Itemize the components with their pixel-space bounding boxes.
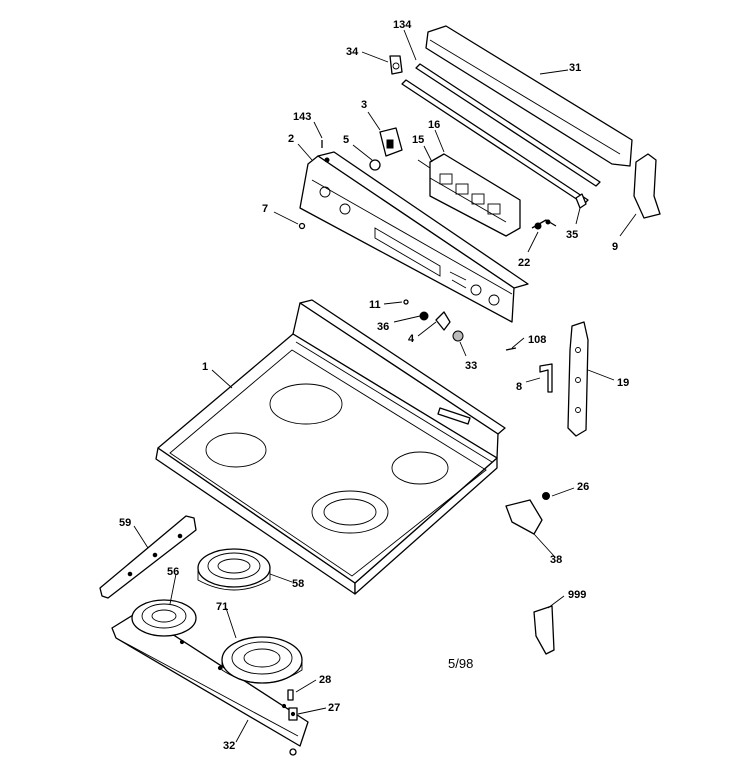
knob-36 <box>419 311 429 321</box>
label-16: 16 <box>428 119 440 131</box>
bracket-34 <box>389 55 403 75</box>
bracket-8 <box>539 363 553 393</box>
label-38: 38 <box>550 554 562 566</box>
label-36: 36 <box>377 321 389 333</box>
label-999: 999 <box>568 589 586 601</box>
surface-unit-56 <box>131 599 197 637</box>
clip-27 <box>288 707 298 721</box>
part-labels: 134 34 31 3 143 16 2 5 15 7 35 9 22 11 3… <box>119 19 629 752</box>
label-9: 9 <box>612 241 618 253</box>
surface-unit-71 <box>221 636 303 684</box>
screw-7 <box>298 222 306 230</box>
backguard-cap <box>425 25 633 167</box>
label-134: 134 <box>393 19 412 31</box>
label-7: 7 <box>262 203 268 215</box>
wire-harness-22 <box>531 219 557 230</box>
label-143: 143 <box>293 111 311 123</box>
bracket-38 <box>505 499 543 535</box>
label-15: 15 <box>412 134 424 146</box>
burner-bracket-59 <box>99 515 197 599</box>
label-56: 56 <box>167 566 179 578</box>
leader-lines <box>133 29 637 743</box>
label-11: 11 <box>369 299 381 311</box>
cooktop-main-top <box>155 299 506 595</box>
bushing-4 <box>435 311 451 331</box>
label-4: 4 <box>408 333 415 345</box>
label-3: 3 <box>361 99 367 111</box>
knob-5 <box>369 159 381 171</box>
label-5: 5 <box>343 134 349 146</box>
label-31: 31 <box>569 62 581 74</box>
label-1: 1 <box>202 361 208 373</box>
screw-108 <box>505 347 517 351</box>
knob-33 <box>452 330 464 342</box>
label-28: 28 <box>319 674 331 686</box>
label-22: 22 <box>518 257 530 269</box>
screw-28 <box>287 689 294 701</box>
label-8: 8 <box>516 381 522 393</box>
label-26: 26 <box>577 481 589 493</box>
label-19: 19 <box>617 377 629 389</box>
trim-strip <box>401 63 601 205</box>
label-58: 58 <box>292 578 304 590</box>
label-35: 35 <box>566 229 578 241</box>
bracket-35 <box>575 193 587 209</box>
side-bracket-19 <box>567 321 589 437</box>
screw-11 <box>403 299 409 305</box>
literature-999 <box>533 605 555 655</box>
label-34: 34 <box>346 46 359 58</box>
label-71: 71 <box>216 601 228 613</box>
end-cap-9 <box>633 153 661 219</box>
surface-unit-58 <box>197 548 271 591</box>
label-108: 108 <box>528 334 546 346</box>
label-59: 59 <box>119 517 131 529</box>
switch-3 <box>379 127 403 157</box>
label-27: 27 <box>328 702 340 714</box>
clock-module <box>417 153 521 237</box>
label-2: 2 <box>288 133 294 145</box>
screw-bottom <box>289 748 297 756</box>
label-33: 33 <box>465 360 477 372</box>
control-panel <box>299 151 529 323</box>
date-code: 5/98 <box>448 656 473 671</box>
label-32: 32 <box>223 740 235 752</box>
screw-26 <box>542 492 550 500</box>
